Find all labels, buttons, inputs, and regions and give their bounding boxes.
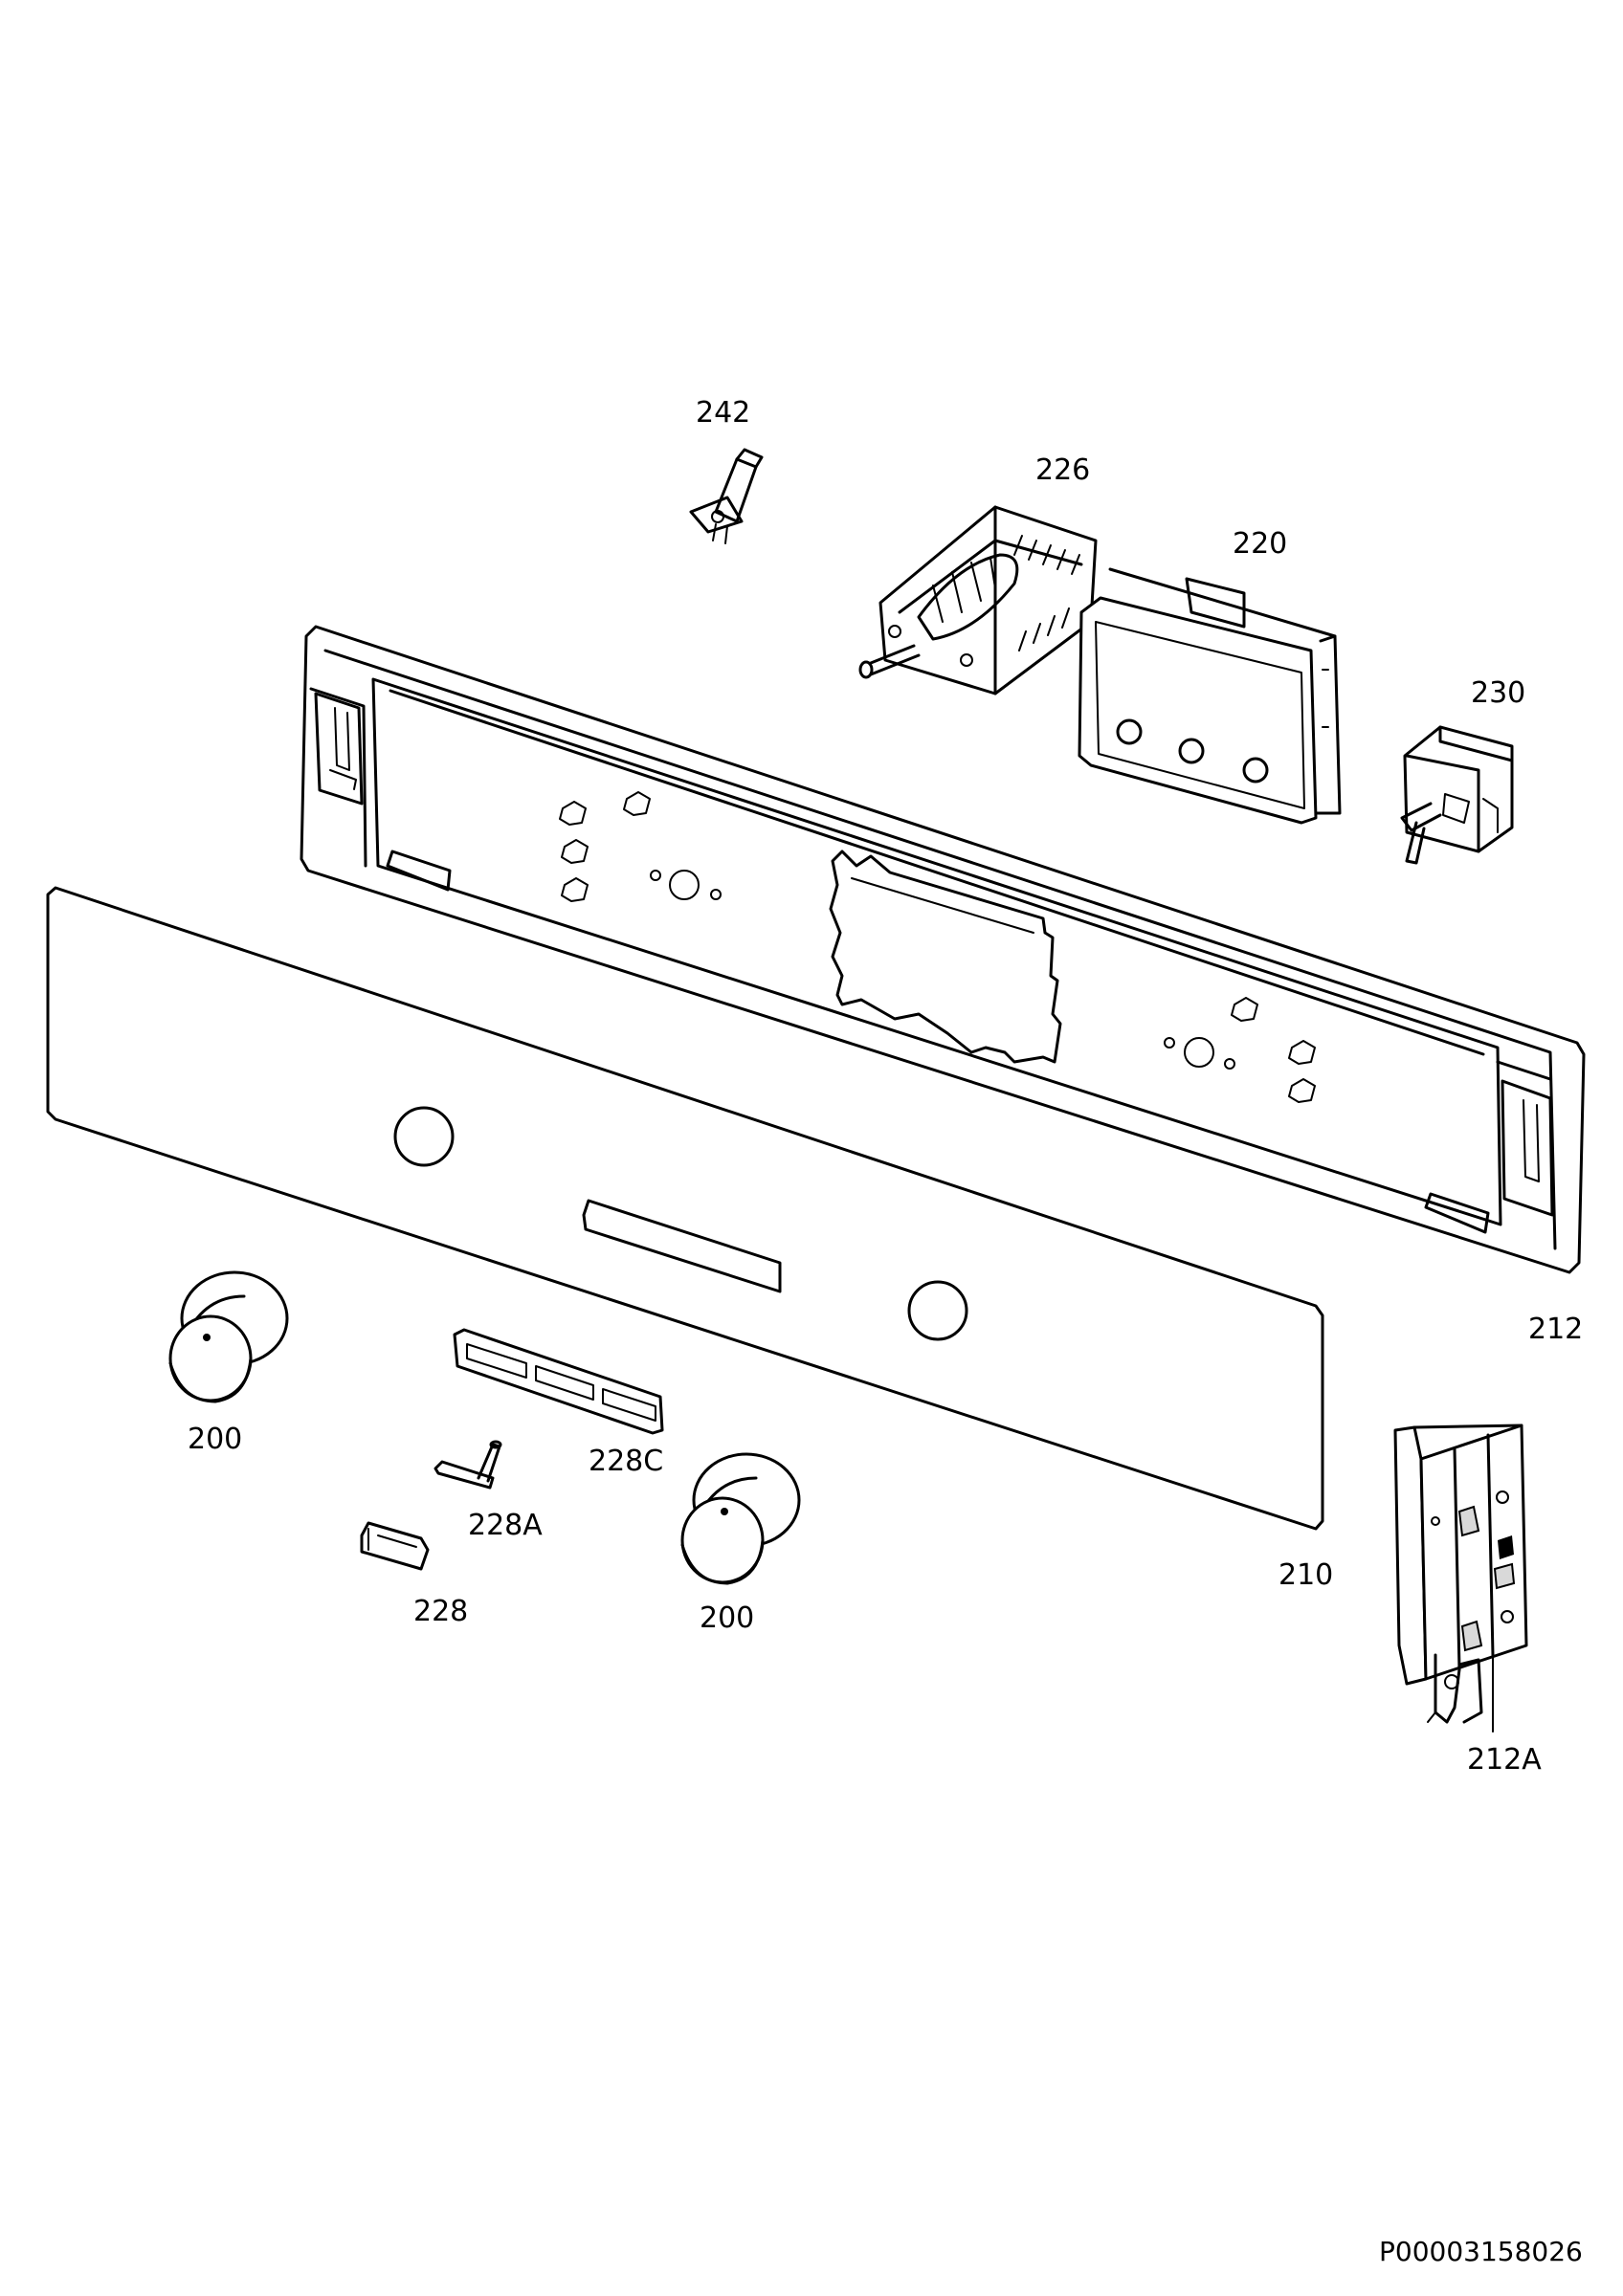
part-228c-button-strip bbox=[453, 1328, 664, 1435]
part-242-lamp-holder bbox=[689, 448, 764, 544]
callout-220: 220 bbox=[1233, 527, 1288, 561]
callout-210: 210 bbox=[1278, 1558, 1334, 1592]
part-212-control-frame bbox=[300, 625, 1586, 1274]
part-230-switch bbox=[1400, 725, 1514, 865]
callout-212: 212 bbox=[1528, 1313, 1584, 1346]
callout-212a: 212A bbox=[1467, 1743, 1542, 1777]
part-226-selector-switch bbox=[858, 505, 1098, 695]
callout-228c: 228C bbox=[589, 1445, 664, 1478]
part-228-push-button bbox=[360, 1521, 430, 1571]
part-210-front-glass bbox=[46, 886, 1324, 1531]
part-200-knob-right bbox=[680, 1452, 801, 1585]
callout-200-left: 200 bbox=[188, 1423, 243, 1456]
part-200-knob-left bbox=[168, 1270, 289, 1403]
callout-226: 226 bbox=[1035, 453, 1091, 487]
callout-200-right: 200 bbox=[700, 1601, 755, 1635]
document-id: P00003158026 bbox=[1379, 2236, 1583, 2267]
part-220-timer-module bbox=[1078, 567, 1342, 825]
callout-228: 228 bbox=[413, 1595, 469, 1628]
callout-230: 230 bbox=[1471, 676, 1526, 710]
part-212a-hinge-bracket bbox=[1393, 1424, 1528, 1733]
callout-242: 242 bbox=[696, 396, 751, 430]
part-228a-pin bbox=[434, 1440, 502, 1490]
callout-228a: 228A bbox=[468, 1509, 543, 1542]
